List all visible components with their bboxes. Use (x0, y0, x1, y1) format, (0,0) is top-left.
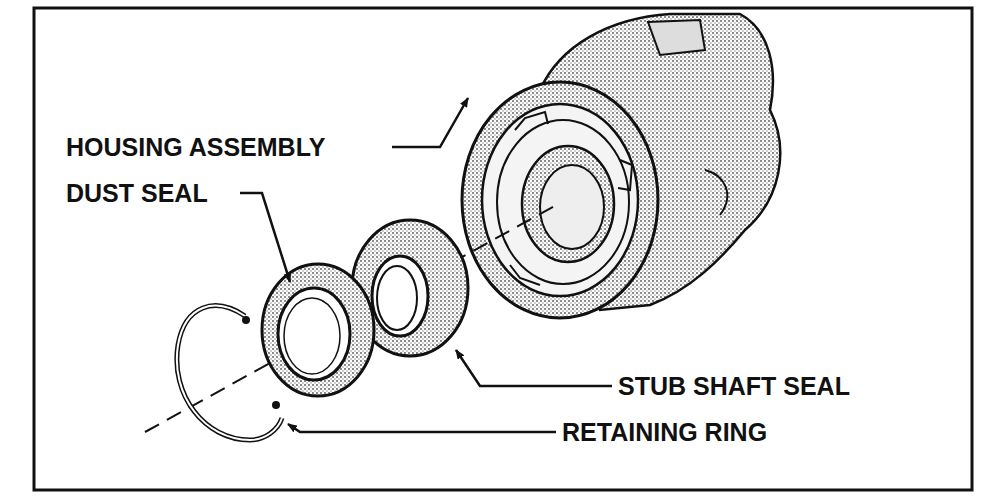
dust-seal (262, 264, 374, 396)
part-label: STUB SHAFT SEAL (616, 373, 852, 400)
frame (34, 8, 972, 490)
retaining-ring (177, 306, 282, 440)
part-label: DUST SEAL (64, 180, 210, 207)
part-label: RETAINING RING (560, 419, 769, 446)
part-label: HOUSING ASSEMBLY (64, 134, 327, 161)
housing-assembly (462, 14, 780, 318)
axis-line (145, 203, 560, 432)
